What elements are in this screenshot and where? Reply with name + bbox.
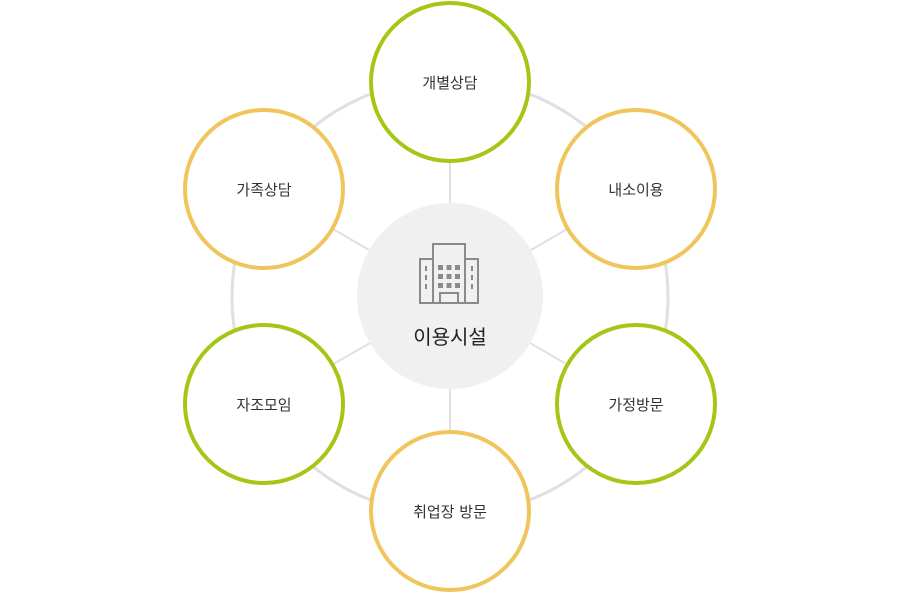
node-label: 내소이용 [608,180,664,199]
node-visit-center: 내소이용 [555,108,717,270]
node-label: 자조모임 [236,395,292,414]
node-label: 취업장 방문 [413,502,487,521]
building-icon [419,243,479,304]
node-label: 가정방문 [608,395,664,414]
node-label: 개별상담 [422,73,478,92]
node-home-visit: 가정방문 [555,323,717,485]
node-workplace-visit: 취업장 방문 [369,430,531,592]
center-label: 이용시설 [413,325,487,349]
center-hub: 이용시설 [357,203,543,389]
node-family-counseling: 가족상담 [183,108,345,270]
node-label: 가족상담 [236,180,292,199]
node-individual-counseling: 개별상담 [369,1,531,163]
node-self-help-group: 자조모임 [183,323,345,485]
